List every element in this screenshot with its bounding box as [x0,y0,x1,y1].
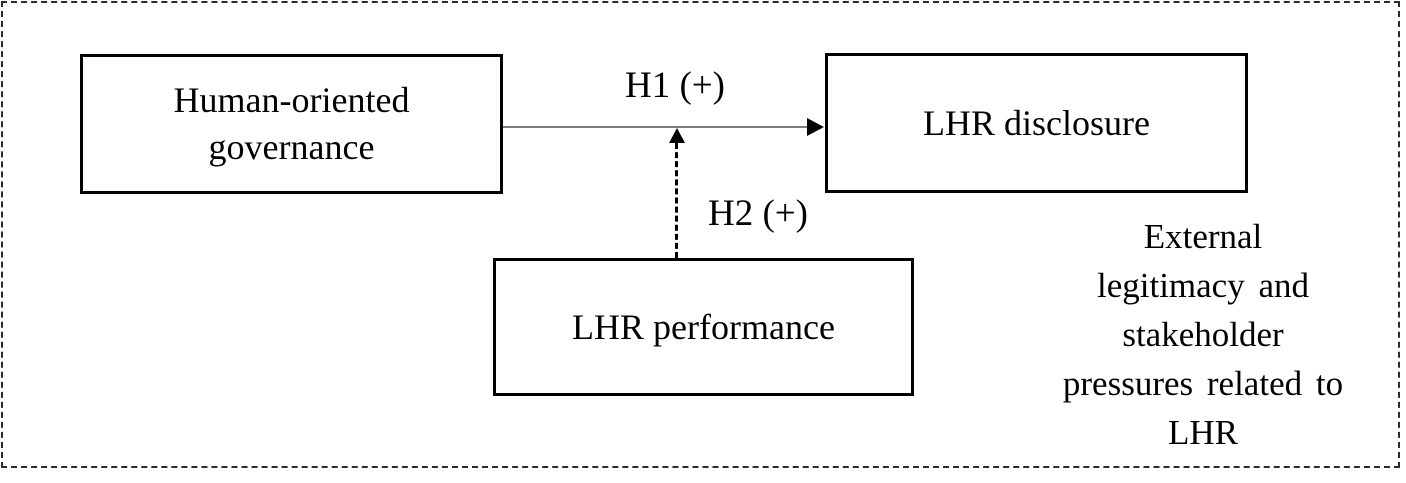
box-label-line: LHR performance [572,306,835,347]
note-line: External [1143,217,1263,256]
box-lhr-disclosure: LHR disclosure [825,53,1248,193]
note-line: stakeholder [1122,315,1284,354]
h1-label: H1 (+) [625,65,725,106]
box-human-oriented-governance: Human-oriented governance [80,54,503,194]
box-label-line: LHR disclosure [923,102,1150,143]
h2-dashed-arrow-line [675,143,678,258]
h1-arrowhead-icon [807,118,824,136]
h2-arrowhead-icon [669,128,685,143]
figure-dashed-frame [1,1,1400,468]
note-line: legitimacy and [1096,266,1309,305]
box-label-line: governance [208,127,375,167]
box-label-line: Human-oriented [173,80,410,120]
box-lhr-performance: LHR performance [493,258,914,396]
note-line: LHR [1168,413,1238,452]
h2-label: H2 (+) [708,193,808,234]
external-pressures-note: External legitimacy and stakeholder pres… [1018,212,1388,457]
h1-arrow-line [503,126,809,128]
note-line: pressures related to [1062,364,1344,403]
